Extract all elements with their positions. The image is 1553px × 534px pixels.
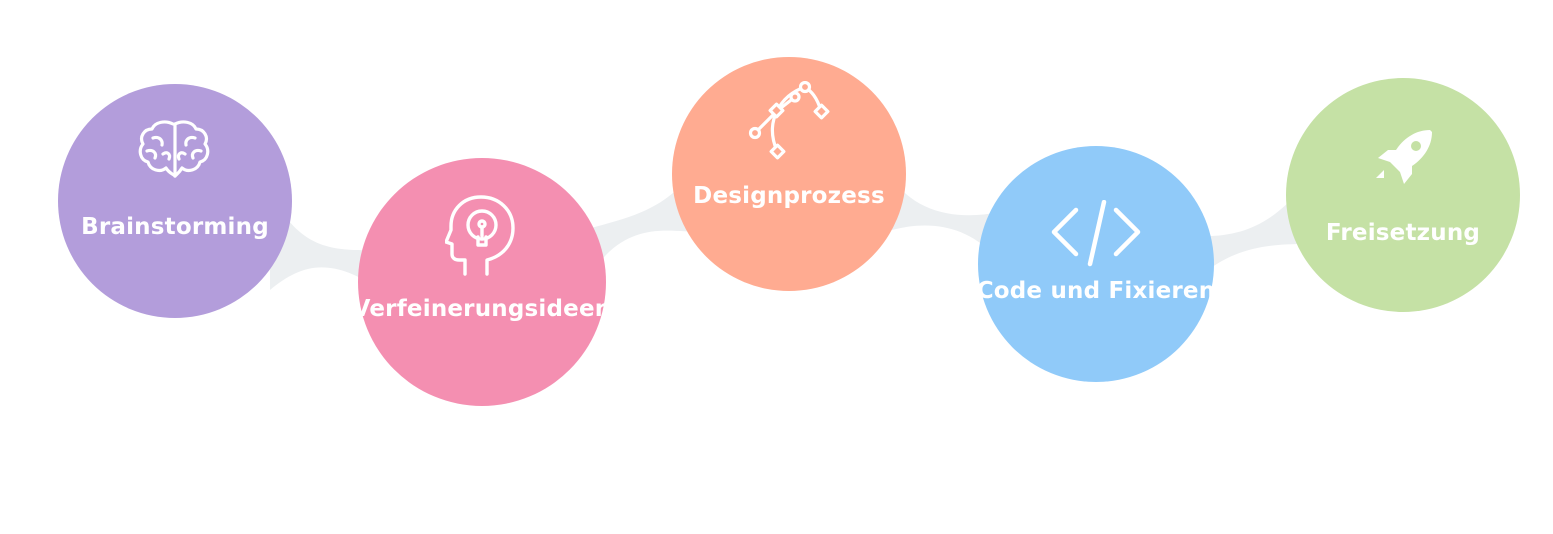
bezier-curve-icon <box>748 81 830 160</box>
brain-icon <box>138 120 210 178</box>
step-brainstorming: Brainstorming <box>58 84 292 318</box>
connector-2-3 <box>585 175 700 268</box>
connector-3-4 <box>890 175 1000 262</box>
step-label-design-process: Designprozess <box>693 183 885 209</box>
step-label-refine-ideas: Verfeinerungsideen <box>352 296 612 322</box>
connector-1-2 <box>270 190 380 290</box>
step-release: Freisetzung <box>1286 78 1520 312</box>
step-refine-ideas: Verfeinerungsideen <box>353 158 611 406</box>
code-icon <box>1051 200 1141 267</box>
connector-4-5 <box>1195 190 1305 280</box>
step-design-process: Designprozess <box>672 57 906 291</box>
step-label-release: Freisetzung <box>1325 220 1481 246</box>
step-code-and-fix: Code und Fixieren <box>977 146 1215 382</box>
rocket-icon <box>1376 130 1432 184</box>
step-label-brainstorming: Brainstorming <box>81 214 269 240</box>
idea-head-icon <box>445 195 515 276</box>
step-label-code-and-fix: Code und Fixieren <box>976 278 1216 304</box>
